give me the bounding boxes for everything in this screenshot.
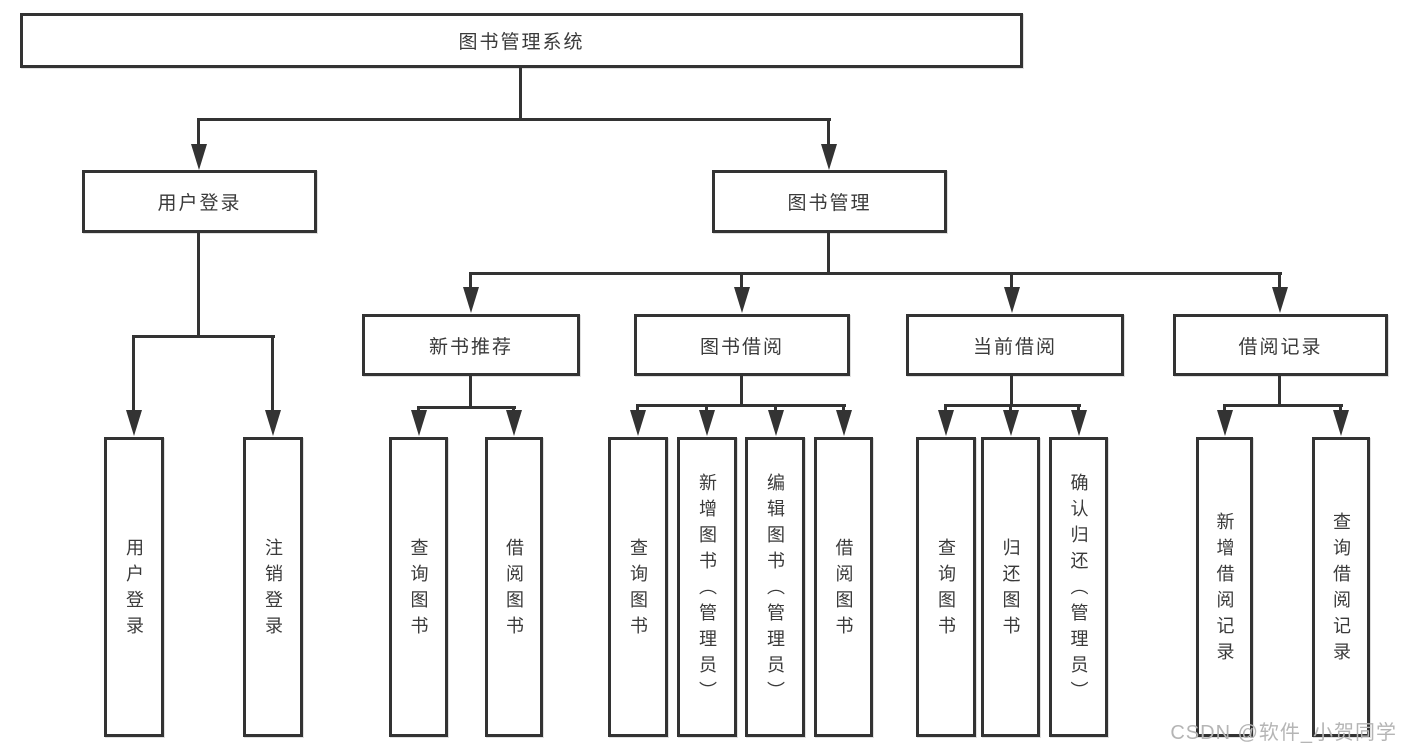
leaf-query-books-recommend: 查询图书 [389,437,448,737]
connector-user-login-bus [132,335,275,338]
arrowhead-down-icon [699,410,715,436]
arrowhead-down-icon [1333,410,1349,436]
leaf-query-borrow-record: 查询借阅记录 [1312,437,1370,737]
leaf-edit-books-admin: 编辑图书（管理员） [745,437,805,737]
node-new-book-recommend: 新书推荐 [362,314,580,376]
arrowhead-down-icon [506,410,522,436]
connector-drop-logout-leaf [271,337,274,412]
connector-root-stem [519,68,522,120]
leaf-borrow-books: 借阅图书 [814,437,873,737]
arrowhead-down-icon [411,410,427,436]
connector-book-borrow-stem [740,376,743,406]
connector-book-mgmt-stem [827,233,830,274]
arrowhead-down-icon [938,410,954,436]
leaf-add-borrow-record: 新增借阅记录 [1196,437,1253,737]
arrowhead-down-icon [1003,410,1019,436]
leaf-logout: 注销登录 [243,437,303,737]
leaf-return-books: 归还图书 [981,437,1040,737]
leaf-query-books-current: 查询图书 [916,437,976,737]
arrowhead-down-icon [821,144,837,170]
node-user-login: 用户登录 [82,170,317,233]
connector-current-borrow-bus [944,404,1081,407]
arrowhead-down-icon [768,410,784,436]
arrowhead-down-icon [1071,410,1087,436]
node-book-management: 图书管理 [712,170,947,233]
connector-drop-current-borrow [1010,274,1013,290]
connector-drop-borrow-record [1278,274,1281,290]
connector-new-book-bus [417,406,516,409]
connector-drop-new-book [469,274,472,290]
connector-drop-book-mgmt [827,120,830,146]
node-root-system: 图书管理系统 [20,13,1023,68]
leaf-add-books-admin: 新增图书（管理员） [677,437,737,737]
node-current-borrowing: 当前借阅 [906,314,1124,376]
arrowhead-down-icon [734,287,750,313]
arrowhead-down-icon [1217,410,1233,436]
leaf-confirm-return-admin: 确认归还（管理员） [1049,437,1108,737]
arrowhead-down-icon [126,410,142,436]
arrowhead-down-icon [1004,287,1020,313]
connector-borrow-record-stem [1278,376,1281,406]
leaf-query-books-borrow: 查询图书 [608,437,668,737]
leaf-user-login: 用户登录 [104,437,164,737]
arrowhead-down-icon [630,410,646,436]
node-borrowing-records: 借阅记录 [1173,314,1388,376]
connector-drop-book-borrow [740,274,743,290]
connector-level3-bus [469,272,1282,275]
connector-current-borrow-stem [1010,376,1013,406]
connector-drop-login-leaf [132,337,135,412]
connector-borrow-record-bus [1223,404,1343,407]
watermark: CSDN @软件_小贺同学 [1170,722,1397,744]
connector-user-login-stem [197,233,200,337]
arrowhead-down-icon [191,144,207,170]
arrowhead-down-icon [463,287,479,313]
arrowhead-down-icon [265,410,281,436]
node-book-borrowing: 图书借阅 [634,314,850,376]
arrowhead-down-icon [836,410,852,436]
connector-new-book-stem [469,376,472,408]
connector-book-borrow-bus [636,404,846,407]
arrowhead-down-icon [1272,287,1288,313]
connector-level2-bus [197,118,831,121]
connector-drop-user-login [197,120,200,146]
leaf-borrow-books-recommend: 借阅图书 [485,437,543,737]
